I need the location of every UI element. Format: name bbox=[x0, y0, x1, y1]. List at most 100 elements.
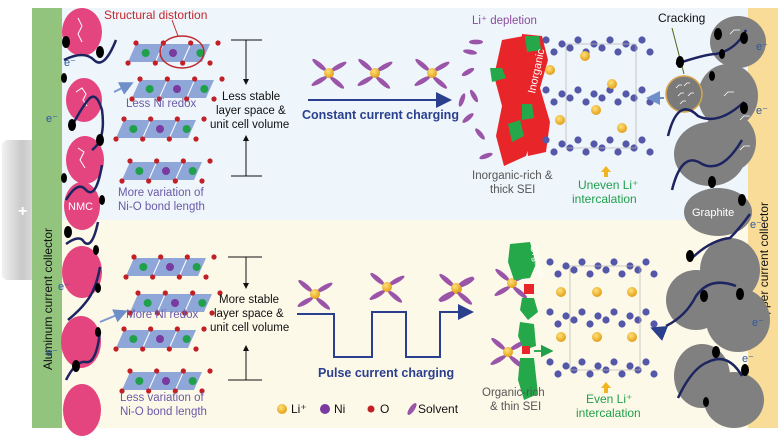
plus-symbol: + bbox=[18, 203, 27, 220]
solvent-molecule bbox=[414, 76, 431, 86]
oxygen-atom bbox=[184, 254, 190, 260]
structural-distortion-label: Structural distortion bbox=[104, 8, 207, 22]
nmc-particle bbox=[62, 246, 102, 298]
oxygen-atom bbox=[172, 388, 178, 394]
oxygen-atom bbox=[190, 290, 196, 296]
solvated-li-ion bbox=[311, 58, 347, 89]
oxygen-atom bbox=[127, 368, 133, 374]
solvent-molecule bbox=[315, 297, 331, 310]
carbon-atom bbox=[594, 312, 602, 320]
oxygen-atom bbox=[217, 290, 223, 296]
carbon-atom bbox=[642, 258, 650, 266]
carbon-atom bbox=[618, 270, 626, 278]
nmc-layer bbox=[123, 254, 217, 280]
carbon-atom bbox=[578, 358, 586, 366]
solvent-molecule bbox=[469, 89, 479, 103]
transition-metal-atom bbox=[129, 335, 138, 343]
carbon-atom bbox=[594, 362, 602, 370]
li-ion bbox=[555, 115, 565, 125]
legend-item-li: Li⁺ bbox=[277, 402, 307, 416]
carbon-atom bbox=[626, 362, 634, 370]
solvent-molecule bbox=[415, 58, 430, 72]
carbon-atom bbox=[650, 320, 658, 328]
solvent-molecule bbox=[433, 61, 450, 72]
oxygen-atom bbox=[146, 388, 152, 394]
carbon-atom bbox=[546, 308, 554, 316]
carbon-atom bbox=[630, 44, 638, 52]
solvent-molecule bbox=[376, 61, 393, 72]
oxygen-atom bbox=[207, 60, 213, 66]
oxygen-atom bbox=[199, 178, 205, 184]
carbon-atom bbox=[614, 48, 622, 56]
li-ion bbox=[607, 79, 617, 89]
solvent-molecule bbox=[495, 268, 510, 282]
solvent-molecule bbox=[475, 128, 485, 140]
carbon-atom bbox=[578, 308, 586, 316]
ni-atom bbox=[171, 299, 179, 307]
carbon-atom bbox=[614, 98, 622, 106]
oxygen-atom bbox=[113, 136, 119, 142]
oxygen-atom bbox=[182, 310, 188, 316]
oxygen-atom bbox=[140, 346, 146, 352]
oxygen-atom bbox=[215, 40, 221, 46]
nmc-layer bbox=[113, 326, 207, 352]
transition-metal-atom bbox=[143, 299, 152, 307]
carbon-atom bbox=[586, 270, 594, 278]
li-ion bbox=[324, 68, 334, 78]
oxygen-atom bbox=[192, 76, 198, 82]
oxygen-atom bbox=[133, 40, 139, 46]
li-depletion-label: Li⁺ depletion bbox=[472, 15, 537, 27]
electron-label: e⁻ bbox=[752, 317, 764, 329]
top-layered-structure bbox=[113, 40, 225, 184]
legend-item-o: O bbox=[367, 402, 389, 416]
li-ion bbox=[451, 283, 461, 293]
graphite-label: Graphite bbox=[692, 207, 734, 219]
nmc-layer bbox=[125, 40, 221, 66]
li-ion bbox=[592, 287, 602, 297]
oxygen-atom bbox=[127, 310, 133, 316]
li-ion bbox=[545, 65, 555, 75]
carbon-atom bbox=[646, 98, 654, 106]
carbon-atom bbox=[626, 312, 634, 320]
solvent-molecule bbox=[369, 290, 386, 300]
carbon-atom bbox=[570, 316, 578, 324]
bottom-stability-bracket bbox=[228, 256, 262, 381]
constant-current-label: Constant current charging bbox=[302, 108, 459, 122]
top-panel-background bbox=[60, 8, 750, 220]
bottom-stability-line3: unit cell volume bbox=[210, 322, 289, 334]
carbon-black-particles bbox=[61, 36, 105, 372]
ni-atom bbox=[166, 263, 174, 271]
nmc-label: NMC bbox=[68, 201, 93, 213]
legend-swatch bbox=[407, 403, 417, 415]
oxygen-atom bbox=[121, 116, 127, 122]
carbon-atom bbox=[622, 140, 630, 148]
carbon-atom bbox=[602, 266, 610, 274]
oxygen-atom bbox=[121, 326, 127, 332]
solvent-molecule bbox=[432, 76, 448, 89]
oxygen-atom bbox=[203, 274, 209, 280]
carbon-atom bbox=[558, 90, 566, 98]
oxygen-atom bbox=[152, 60, 158, 66]
oxygen-atom bbox=[131, 254, 137, 260]
carbon-atom bbox=[554, 370, 562, 378]
pulse-current-label: Pulse current charging bbox=[318, 366, 454, 380]
ni-atom bbox=[169, 49, 177, 57]
top-intercalation-line2: intercalation bbox=[572, 192, 637, 206]
graphite-particle bbox=[684, 188, 752, 236]
electron-label: e⁻ bbox=[742, 353, 754, 365]
li-ion bbox=[627, 332, 637, 342]
oxygen-atom bbox=[137, 76, 143, 82]
cracked-graphite-particle bbox=[665, 75, 703, 113]
bottom-stability-line2: layer space & bbox=[214, 308, 284, 320]
carbon-atom bbox=[586, 370, 594, 378]
transition-metal-atom bbox=[129, 125, 138, 133]
nmc-layer bbox=[119, 158, 213, 184]
legend-item-ni: Ni bbox=[320, 402, 345, 416]
carbon-atom bbox=[590, 90, 598, 98]
intercalation-arrow bbox=[601, 166, 611, 177]
carbon-atom bbox=[542, 136, 550, 144]
oxygen-atom bbox=[125, 60, 131, 66]
electron-labels-right: e⁻ e⁻ e⁻ e⁻ e⁻ bbox=[742, 41, 768, 365]
carbon-atom bbox=[578, 258, 586, 266]
